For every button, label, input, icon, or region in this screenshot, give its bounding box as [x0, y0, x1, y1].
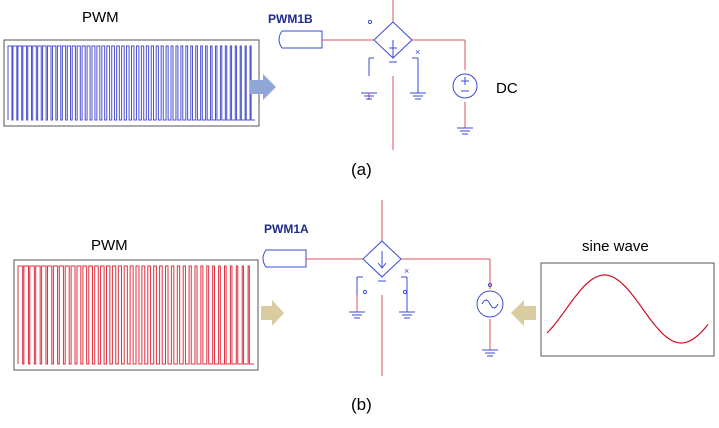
net-label-pwm1b: PWM1B [268, 12, 313, 26]
pwm-waveform-a [7, 45, 255, 121]
pwm-waveform-b [17, 265, 254, 365]
ground-a-left [361, 92, 377, 100]
ground-b-right [399, 295, 415, 319]
dc-source-a [452, 73, 478, 99]
sine-box [540, 262, 715, 357]
dc-label: DC [496, 80, 518, 97]
svg-text:×: × [415, 47, 420, 57]
ground-b-ac [482, 349, 498, 357]
arrow-a [250, 74, 276, 100]
caption-a: (a) [351, 160, 372, 179]
ground-b-left [349, 295, 365, 319]
wires-a [322, 0, 466, 150]
caption-b: (b) [351, 395, 372, 414]
net-connector-b [262, 249, 307, 268]
arrow-b-left [261, 300, 284, 326]
ground-a-right [410, 76, 426, 100]
svg-text:×: × [404, 266, 409, 276]
net-connector-a [278, 30, 323, 49]
sine-wave-label: sine wave [582, 238, 649, 255]
sine-waveform [546, 274, 709, 344]
pwm-label-a: PWM [82, 9, 119, 26]
net-label-pwm1a: PWM1A [264, 222, 309, 236]
ac-source-b [476, 282, 504, 318]
pwm-label-b: PWM [91, 237, 128, 254]
dependent-current-source-b: × [356, 240, 409, 295]
panel-a: PWM PWM1B × [3, 0, 518, 179]
arrow-b-right [511, 300, 536, 326]
dependent-source-a: × [367, 19, 420, 76]
panel-b: PWM PWM1A × [13, 200, 715, 414]
wires-b [306, 200, 491, 376]
ground-a-dc [457, 127, 473, 135]
